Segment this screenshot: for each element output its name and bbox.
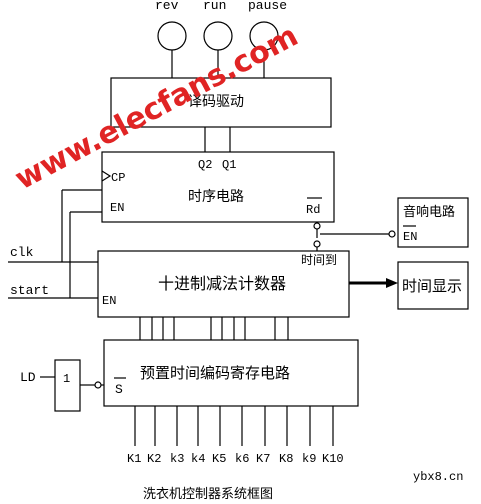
- preset-s-label: S: [115, 382, 123, 397]
- ld-label: LD: [20, 370, 36, 385]
- decoder-label: 译码驱动: [188, 94, 244, 110]
- preset-register-box: [103, 339, 359, 407]
- time-display-box: [397, 261, 469, 310]
- sound-circuit-box: [397, 197, 469, 248]
- start-label: start: [10, 283, 49, 298]
- timing-circuit-box: [101, 151, 335, 223]
- watermark-elecfans: www.elecfans.com: [9, 18, 304, 197]
- timing-label: 时序电路: [188, 189, 244, 205]
- rd-inverter-bubble: [313, 222, 321, 230]
- switch-label: K7: [256, 452, 270, 466]
- switch-label: k6: [235, 452, 249, 466]
- rev-input-circle: [157, 21, 187, 51]
- display-label: 时间显示: [402, 277, 462, 295]
- switch-label: K2: [147, 452, 161, 466]
- decoder-box: [110, 77, 332, 128]
- diagram-caption: 洗衣机控制器系统框图: [143, 486, 273, 502]
- cp-label: CP: [111, 171, 125, 185]
- gate-label: 1: [63, 372, 70, 386]
- run-input-circle: [203, 21, 233, 51]
- switch-label: K10: [322, 452, 344, 466]
- gate-output-bubble: [94, 381, 102, 389]
- timing-en-label: EN: [110, 201, 124, 215]
- q2-label: Q2: [198, 158, 212, 172]
- rev-label: rev: [155, 0, 179, 13]
- pause-label: pause: [248, 0, 287, 13]
- counter-en-label: EN: [102, 294, 116, 308]
- switch-label: K8: [279, 452, 293, 466]
- rd-label: Rd: [306, 203, 320, 217]
- time-up-label: 时间到: [301, 253, 337, 267]
- clk-label: clk: [10, 245, 34, 260]
- sound-en-label: EN: [403, 230, 417, 244]
- switch-label: k4: [191, 452, 205, 466]
- counter-label: 十进制减法计数器: [158, 274, 286, 293]
- preset-label: 预置时间编码寄存电路: [140, 364, 290, 382]
- switch-label: k9: [302, 452, 316, 466]
- run-label: run: [203, 0, 226, 13]
- switch-label: K5: [212, 452, 226, 466]
- switch-label: K1: [127, 452, 141, 466]
- q1-label: Q1: [222, 158, 236, 172]
- sound-label: 音响电路: [403, 204, 455, 220]
- switch-label: k3: [170, 452, 184, 466]
- watermark-corner: ybx8.cn: [413, 470, 463, 484]
